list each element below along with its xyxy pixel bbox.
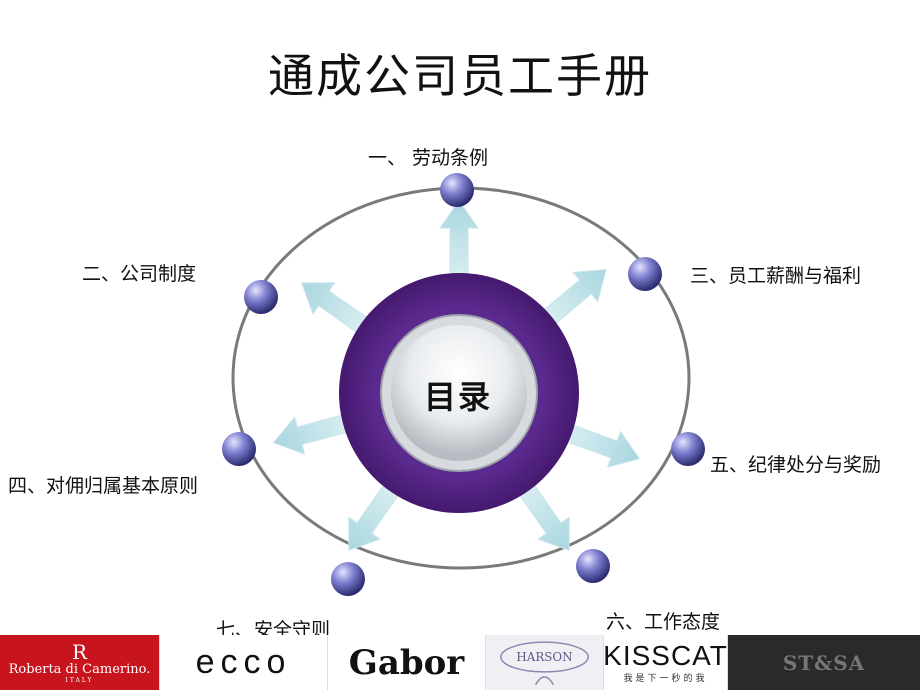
arrow-upper-right: [540, 269, 607, 327]
node-company-rules-bubble: [244, 280, 278, 314]
node-attitude-bubble: [576, 549, 610, 583]
brand-logo-ecco: ecco: [160, 635, 328, 690]
center-label: 目录: [423, 378, 492, 416]
node-commission-bubble: [222, 432, 256, 466]
brand-logo-gabor: Gabor: [328, 635, 486, 690]
kisscat-name: KISSCAT: [604, 640, 728, 671]
brand-logo-roberta: R Roberta di Camerino. ITALY: [0, 635, 160, 690]
arrow-lower-right: [516, 481, 570, 551]
nodes: [222, 173, 705, 596]
toc-item-salary-benefits: 三、员工薪酬与福利: [690, 265, 862, 287]
roberta-country: ITALY: [65, 676, 94, 684]
roberta-name: Roberta di Camerino.: [8, 661, 151, 677]
node-salary-benefits-bubble: [628, 257, 662, 291]
kisscat-tagline: 我是下一秒的我: [623, 674, 708, 684]
arrow-up: [439, 200, 479, 279]
arrow-lower-left: [348, 481, 402, 551]
arrows: [272, 200, 641, 551]
toc-diagram: [222, 173, 705, 596]
center-button: [391, 325, 527, 461]
harson-emblem: HARSON: [500, 641, 589, 686]
node-labor-bubble: [440, 173, 474, 207]
brand-logo-harson: HARSON: [486, 635, 604, 690]
brand-logo-bar: R Roberta di Camerino. ITALY ecco Gabor …: [0, 635, 920, 690]
toc-item-company-rules: 二、公司制度: [82, 263, 197, 285]
arrow-upper-left: [301, 282, 371, 336]
arrow-right: [563, 423, 641, 469]
harson-name: HARSON: [516, 650, 572, 664]
arrow-left: [272, 413, 351, 455]
page-title: 通成公司员工手册: [268, 49, 652, 103]
toc-item-attitude: 六、工作态度: [606, 611, 721, 633]
node-safety-bubble: [331, 562, 365, 596]
node-discipline-bubble: [671, 432, 705, 466]
toc-item-discipline: 五、纪律处分与奖励: [710, 454, 882, 476]
toc-item-labor: 一、 劳动条例: [368, 147, 489, 169]
roberta-monogram: R: [71, 639, 88, 664]
brand-logo-kisscat: KISSCAT 我是下一秒的我: [604, 635, 728, 690]
brand-logo-stsa: ST&SA: [728, 635, 920, 690]
toc-item-commission: 四、对佣归属基本原则: [8, 475, 199, 497]
